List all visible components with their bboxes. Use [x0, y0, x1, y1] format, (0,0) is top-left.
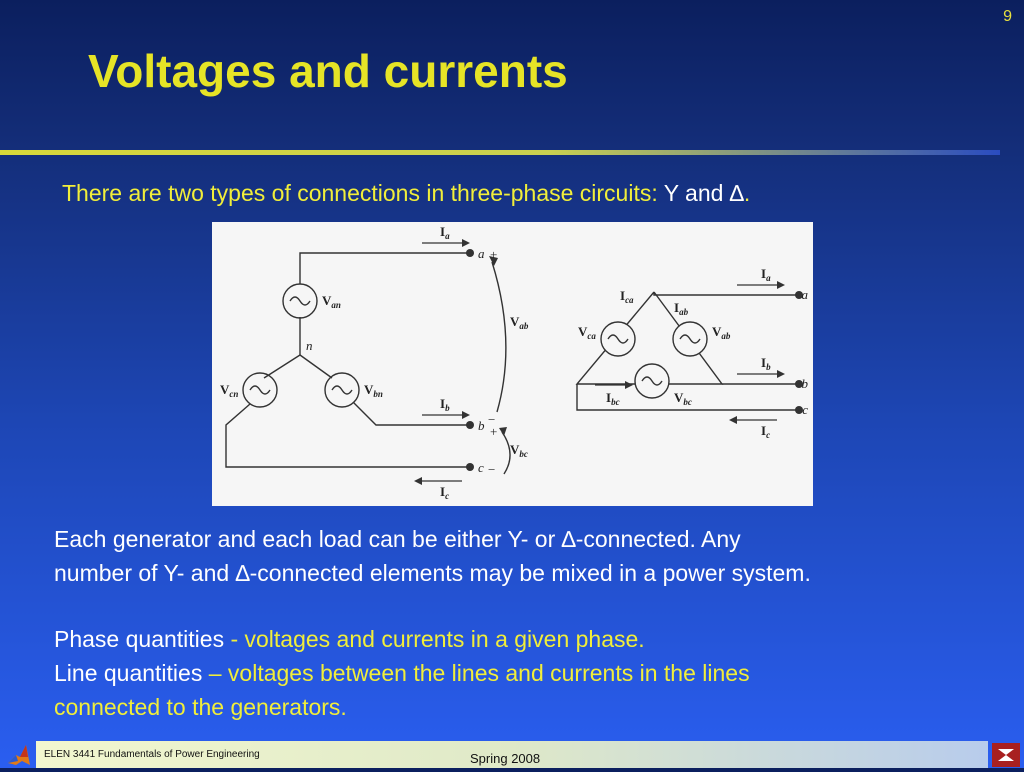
label-d-vbc: Vbc	[674, 390, 692, 407]
arrowhead-y-ic	[414, 477, 422, 485]
delta-wire-a	[653, 292, 799, 296]
label-d-vca: Vca	[578, 324, 596, 341]
para-1-line-1: Each generator and each load can be eith…	[54, 526, 741, 552]
phase-label: Phase quantities	[54, 626, 231, 652]
university-logo-icon	[992, 743, 1020, 772]
label-y-plus-b: +	[490, 424, 497, 439]
delta-wire-c	[576, 384, 799, 411]
paragraph-gap	[54, 590, 1004, 622]
arrowhead-d-ia	[777, 281, 785, 289]
arrowhead-vbc	[499, 427, 507, 436]
arrowhead-d-ic	[729, 416, 737, 424]
vbc-arrow	[501, 431, 511, 475]
label-y-vbn: Vbn	[364, 382, 383, 399]
label-d-b: b	[802, 376, 809, 391]
label-d-ibc: Ibc	[606, 390, 620, 407]
title-underline	[0, 150, 1000, 155]
y-source-an-circle	[282, 283, 318, 319]
y-wire-b	[352, 401, 470, 426]
label-d-ic: Ic	[761, 423, 770, 440]
label-d-ica: Ica	[620, 288, 634, 305]
label-y-vbc: Vbc	[510, 442, 528, 459]
page-number: 9	[1003, 8, 1012, 25]
y-source-cn-circle	[242, 372, 278, 408]
label-y-c: c	[478, 460, 484, 475]
ac-wave-cn	[249, 385, 271, 395]
ac-wave-ab	[679, 334, 701, 344]
footer-term: Spring 2008	[470, 751, 541, 766]
terminal-d-c	[795, 406, 803, 414]
ac-wave-an	[289, 296, 311, 306]
terminal-d-a	[795, 291, 803, 299]
y-wire-to-c	[263, 354, 301, 379]
matlab-logo-icon	[6, 743, 32, 772]
intro-sentence: There are two types of connections in th…	[62, 180, 750, 207]
phase-definition: - voltages and currents in a given phase…	[230, 626, 645, 652]
label-y-ia: Ia	[440, 224, 450, 241]
label-d-c: c	[802, 402, 808, 417]
arrowhead-vab	[489, 256, 498, 266]
arrowhead-d-ibc	[625, 381, 633, 389]
y-wire-to-b	[299, 354, 333, 379]
arrowhead-y-ib	[462, 411, 470, 419]
label-d-vab: Vab	[712, 324, 731, 341]
intro-text: There are two types of connections in th…	[62, 180, 664, 206]
label-y-b: b	[478, 418, 485, 433]
vab-arrow	[491, 261, 507, 413]
label-y-plus-a: +	[490, 247, 497, 262]
label-y-vab: Vab	[510, 314, 529, 331]
circuit-diagram: Ia Ib Ic Van Vbn Vcn Vab Vbc n a b c + −…	[220, 224, 809, 501]
y-wire-c	[225, 403, 470, 468]
y-wire-a	[299, 252, 470, 284]
line-definition-2: connected to the generators.	[54, 694, 347, 720]
label-d-iab: Iab	[674, 300, 689, 317]
label-d-ib: Ib	[761, 355, 771, 372]
para-1-line-2: number of Y- and ∆-connected elements ma…	[54, 560, 811, 586]
intro-y-delta: Y and ∆	[663, 180, 744, 206]
label-y-a: a	[478, 246, 485, 261]
line-definition-1: – voltages between the lines and current…	[208, 660, 750, 686]
arrowhead-d-ib	[777, 370, 785, 378]
label-d-ia: Ia	[761, 266, 771, 283]
footer-bar	[36, 741, 988, 768]
terminal-y-c	[466, 463, 474, 471]
body-text: Each generator and each load can be eith…	[54, 522, 1004, 724]
label-y-n: n	[306, 338, 313, 353]
label-y-ib: Ib	[440, 396, 450, 413]
line-label: Line quantities	[54, 660, 209, 686]
line-quantities: Line quantities – voltages between the l…	[54, 656, 1004, 690]
label-y-vcn: Vcn	[220, 382, 238, 399]
label-y-minus-c: −	[488, 462, 495, 477]
slide-title: Voltages and currents	[88, 45, 568, 97]
y-source-bn-circle	[324, 372, 360, 408]
ac-wave-ca	[607, 334, 629, 344]
terminal-y-a	[466, 249, 474, 257]
label-y-minus-b: −	[488, 412, 495, 427]
footer-course: ELEN 3441 Fundamentals of Power Engineer…	[44, 749, 260, 760]
circuit-figure: Ia Ib Ic Van Vbn Vcn Vab Vbc n a b c + −…	[212, 222, 813, 506]
phase-quantities: Phase quantities - voltages and currents…	[54, 622, 1004, 656]
arrowhead-y-ia	[462, 239, 470, 247]
label-d-a: a	[802, 287, 809, 302]
terminal-d-b	[795, 380, 803, 388]
label-y-van: Van	[322, 293, 341, 310]
ac-wave-bn	[331, 385, 353, 395]
footer: ELEN 3441 Fundamentals of Power Engineer…	[0, 741, 1024, 768]
terminal-y-b	[466, 421, 474, 429]
intro-period: .	[743, 180, 751, 206]
ac-wave-bc	[641, 376, 663, 386]
label-y-ic: Ic	[440, 484, 449, 501]
